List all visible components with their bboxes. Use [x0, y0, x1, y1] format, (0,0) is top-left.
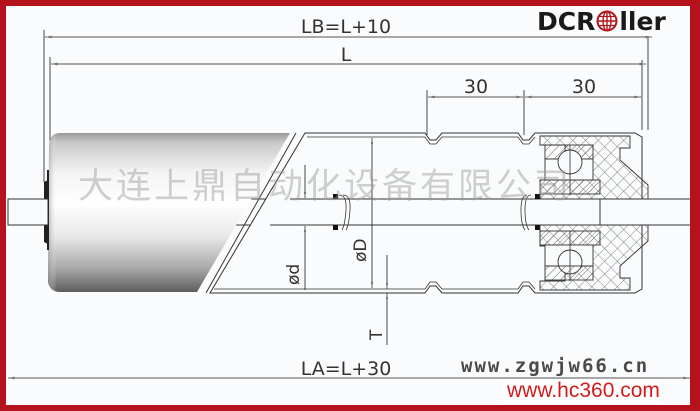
- hc360-watermark: www.hc360.com: [503, 379, 660, 403]
- logo-suffix: ller: [619, 6, 666, 36]
- frame-border-bottom: [0, 405, 700, 411]
- dimension-label-pitch-2: 30: [572, 76, 596, 98]
- dimension-label-la: LA=L+30: [301, 358, 392, 380]
- dimension-label-shaft-diameter: ød: [284, 264, 304, 285]
- bearing-lower: [539, 230, 601, 281]
- frame-border-left: [0, 0, 6, 411]
- globe-icon: [596, 10, 618, 32]
- frame-border-right: [690, 0, 700, 411]
- dimension-label-wall-thickness: T: [367, 329, 387, 341]
- dimension-label-tube-diameter: øD: [351, 239, 371, 263]
- frame-border-top: [0, 0, 700, 6]
- dimension-label-lb: LB=L+10: [301, 16, 391, 38]
- zgwjw-watermark: www.zgwjw66.cn: [461, 355, 650, 377]
- roller-tube-exterior: [48, 133, 290, 292]
- dcroller-logo: DCR ller: [535, 6, 668, 36]
- logo-prefix: DCR: [537, 6, 596, 36]
- roller-tube-section: [209, 132, 643, 294]
- circlip-left: [338, 194, 351, 231]
- bearing-upper: [539, 144, 601, 195]
- circlip-right: [520, 194, 532, 231]
- dimension-label-pitch-1: 30: [464, 76, 488, 98]
- dimension-label-l: L: [341, 44, 352, 66]
